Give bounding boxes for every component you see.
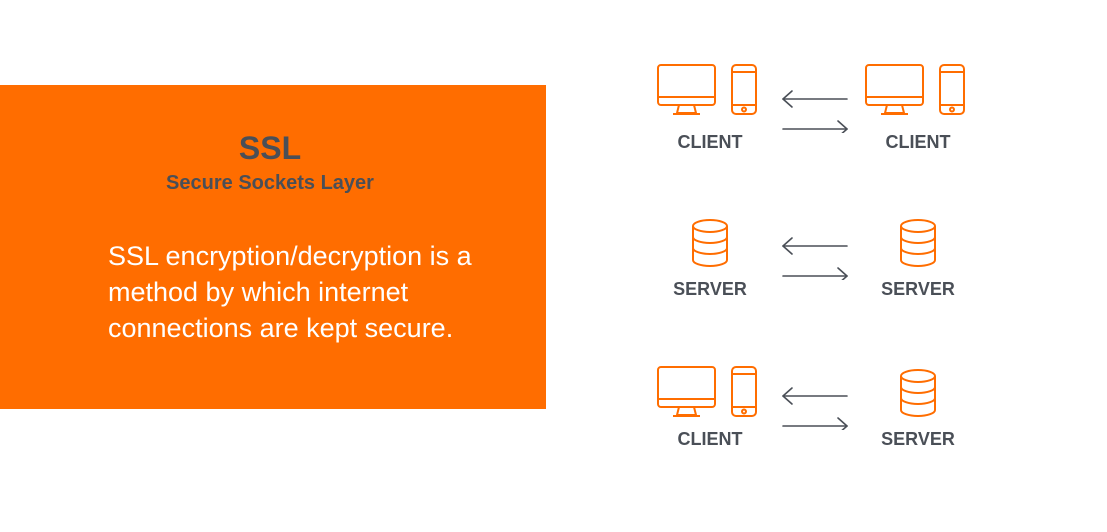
database-icon	[900, 369, 936, 417]
connection-pair-client-server: CLIENT SERVER	[640, 360, 1000, 460]
node-label: SERVER	[881, 279, 955, 299]
server-node: SERVER	[655, 210, 765, 310]
server-node: SERVER	[863, 360, 973, 460]
connection-pair-server-server: SERVER SERVER	[640, 210, 1000, 310]
connection-pair-client-client: CLIENT CLIENT	[640, 63, 1000, 163]
ssl-info-panel: SSL Secure Sockets Layer SSL encryption/…	[0, 85, 546, 409]
database-icon	[900, 219, 936, 267]
client-node: CLIENT	[655, 360, 765, 460]
client-node: CLIENT	[655, 63, 765, 163]
client-node: CLIENT	[863, 63, 973, 163]
monitor-phone-icon	[865, 64, 965, 115]
node-label: SERVER	[673, 279, 747, 299]
node-label: SERVER	[881, 429, 955, 449]
database-icon	[692, 219, 728, 267]
panel-description: SSL encryption/decryption is a method by…	[108, 241, 472, 343]
node-label: CLIENT	[677, 132, 743, 152]
node-label: CLIENT	[677, 429, 743, 449]
panel-subtitle: Secure Sockets Layer	[166, 172, 374, 194]
node-label: CLIENT	[885, 132, 951, 152]
bidirectional-arrows-icon	[782, 90, 848, 133]
server-node: SERVER	[863, 210, 973, 310]
monitor-phone-icon	[657, 64, 757, 115]
panel-title: SSL	[238, 130, 302, 166]
bidirectional-arrows-icon	[782, 237, 848, 280]
monitor-phone-icon	[657, 366, 757, 417]
bidirectional-arrows-icon	[782, 387, 848, 430]
